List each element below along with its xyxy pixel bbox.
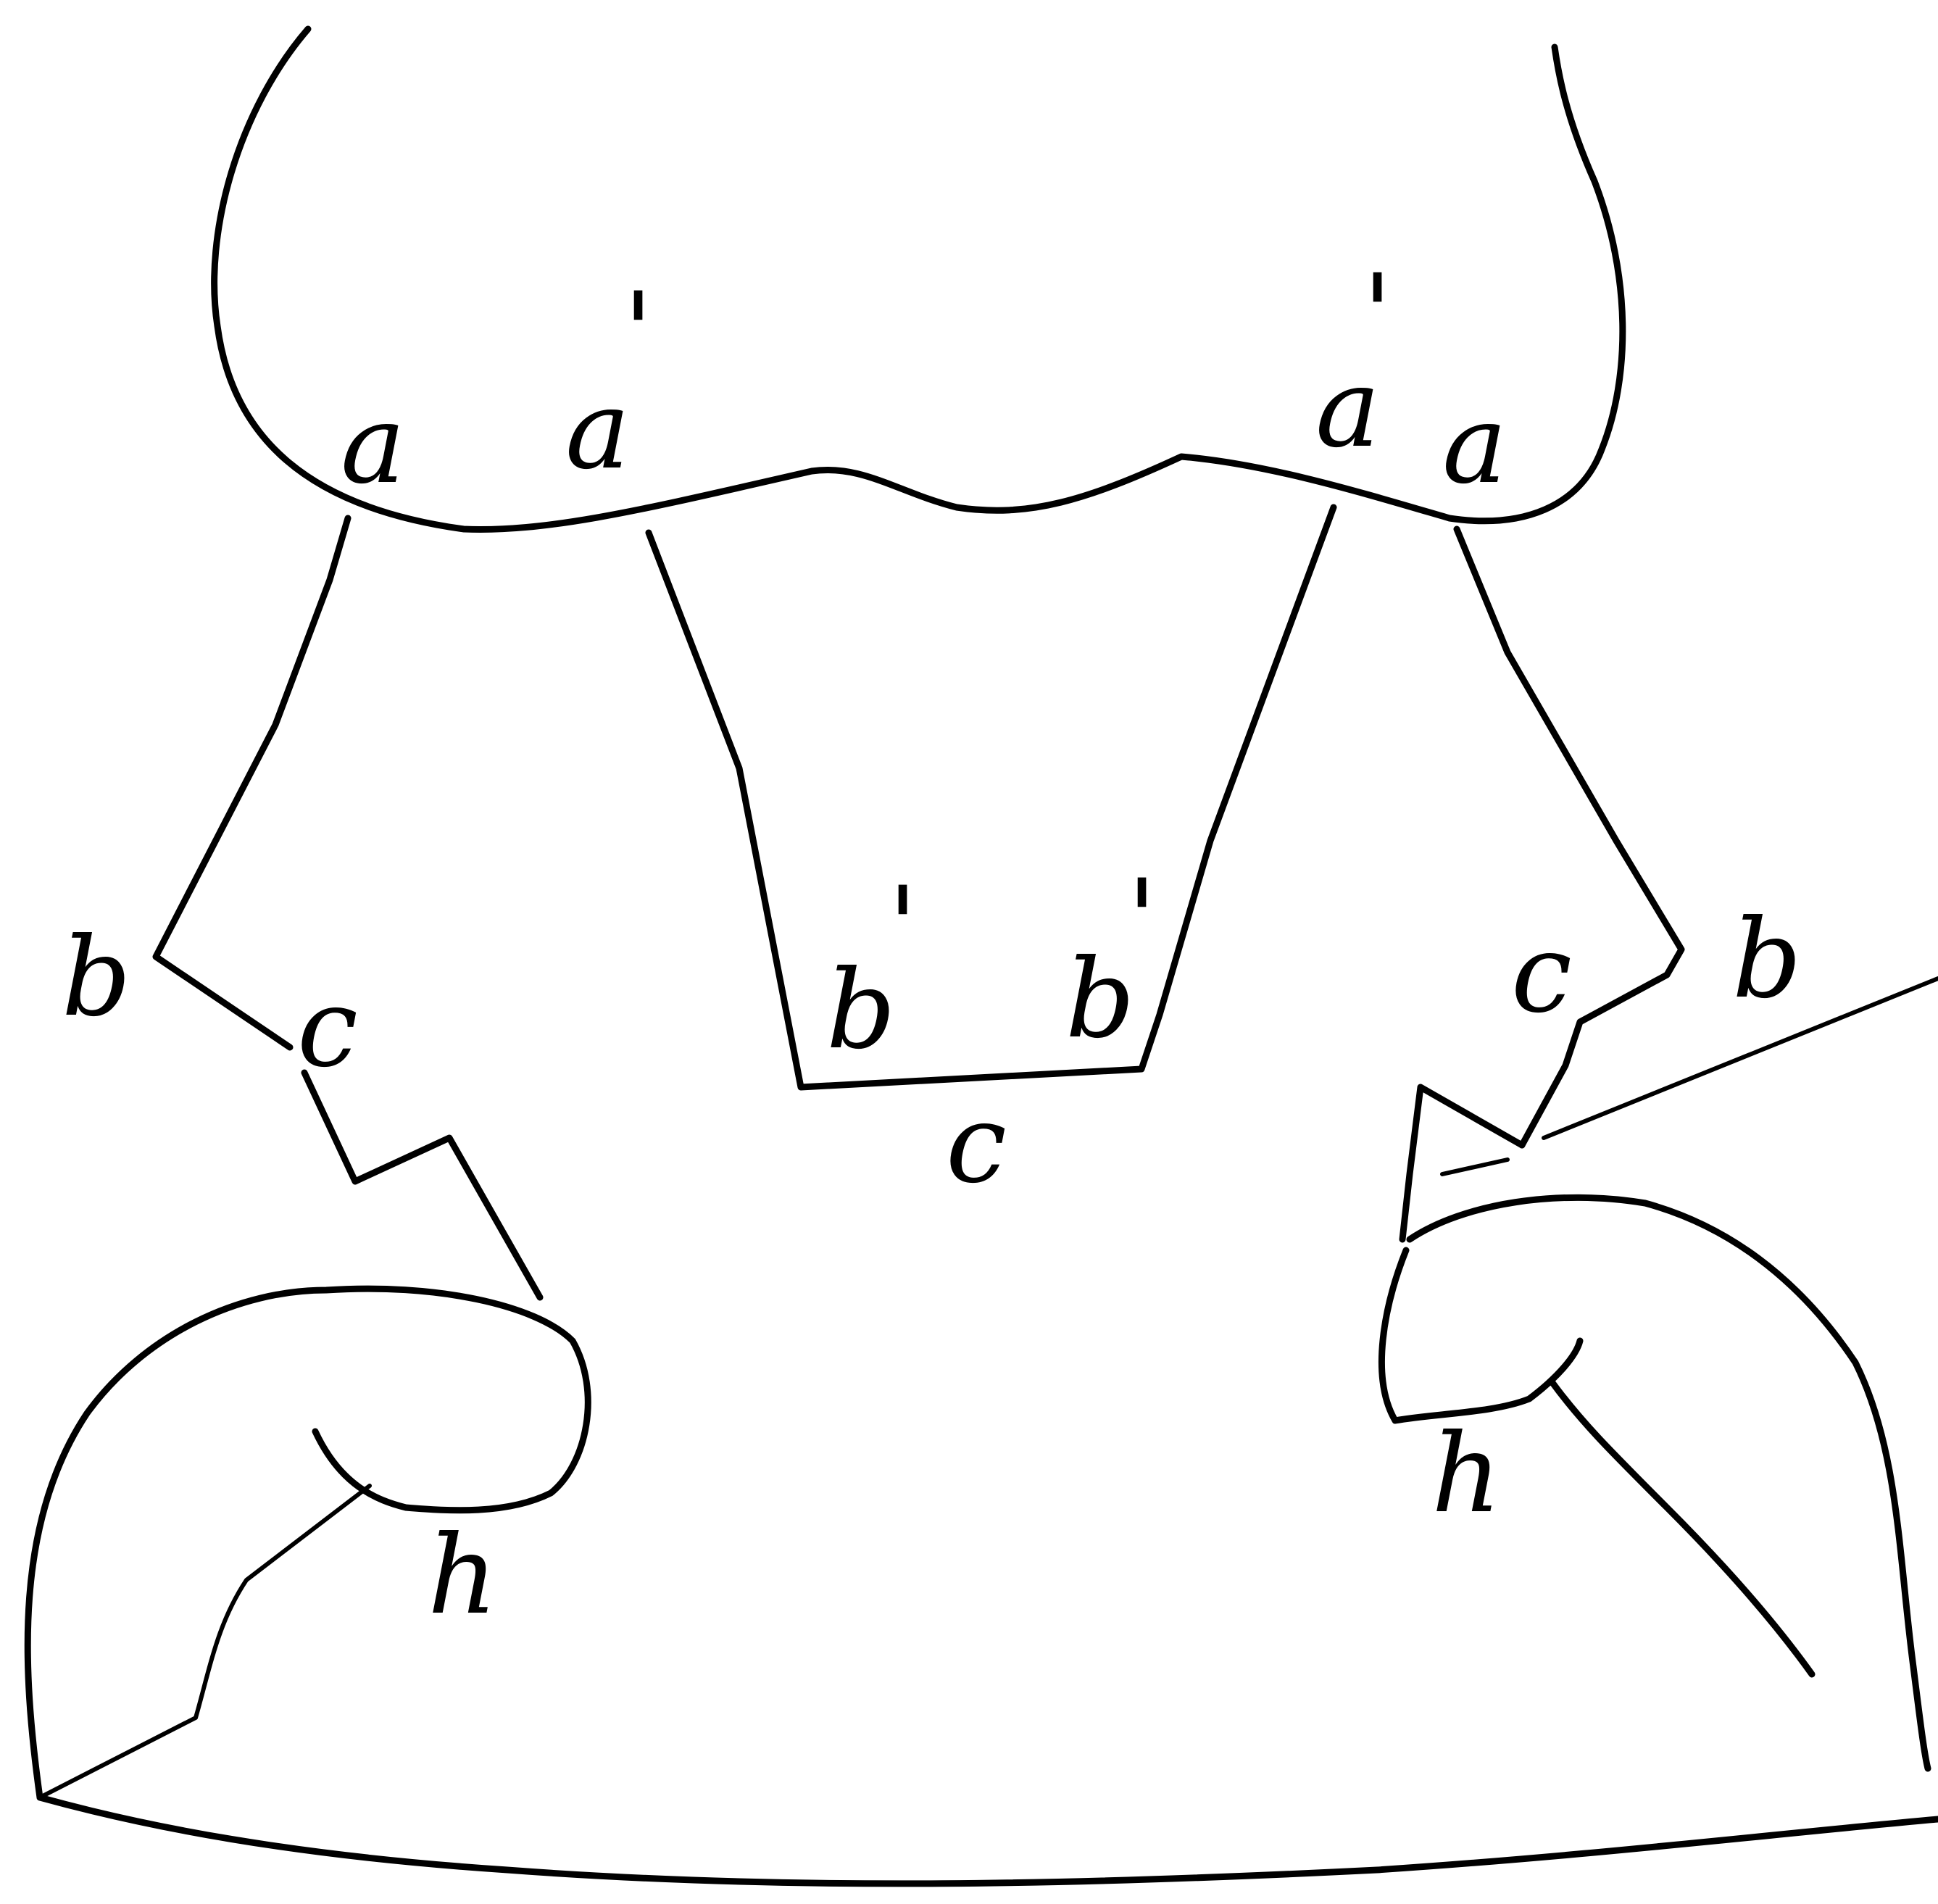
label-c-right: c [1511,911,1572,1037]
right-lobe [1381,1250,1580,1421]
label-c-left: c [297,965,358,1092]
label-a-left: a [341,382,405,508]
label-h-right: h [1431,1411,1502,1537]
upper-outline [215,29,1623,529]
label-h-left: h [428,1513,498,1639]
label-b-left: b [62,915,131,1041]
left-lobe [28,1289,588,1797]
prime-a-right: ' [1363,251,1392,378]
label-a-prime-left: a [565,367,630,494]
prime-a-left: ' [623,270,653,396]
right-outer-arm [1457,529,1681,1145]
left-lobe-inner [40,1486,370,1797]
label-b-prime-right: b [1065,936,1135,1063]
bottom-edge [40,1797,1938,1884]
label-b-prime-left: b [826,947,896,1073]
left-notch [304,1073,540,1297]
right-lobe-inner [1551,1381,1812,1674]
right-notch-inner [1442,1160,1507,1174]
center-trapezoid [649,507,1334,1087]
prime-b-right: ' [1127,857,1157,983]
label-c-center: c [946,1081,1007,1207]
label-a-right: a [1442,382,1507,508]
label-b-right: b [1732,897,1802,1023]
prime-b-left: ' [888,864,918,990]
